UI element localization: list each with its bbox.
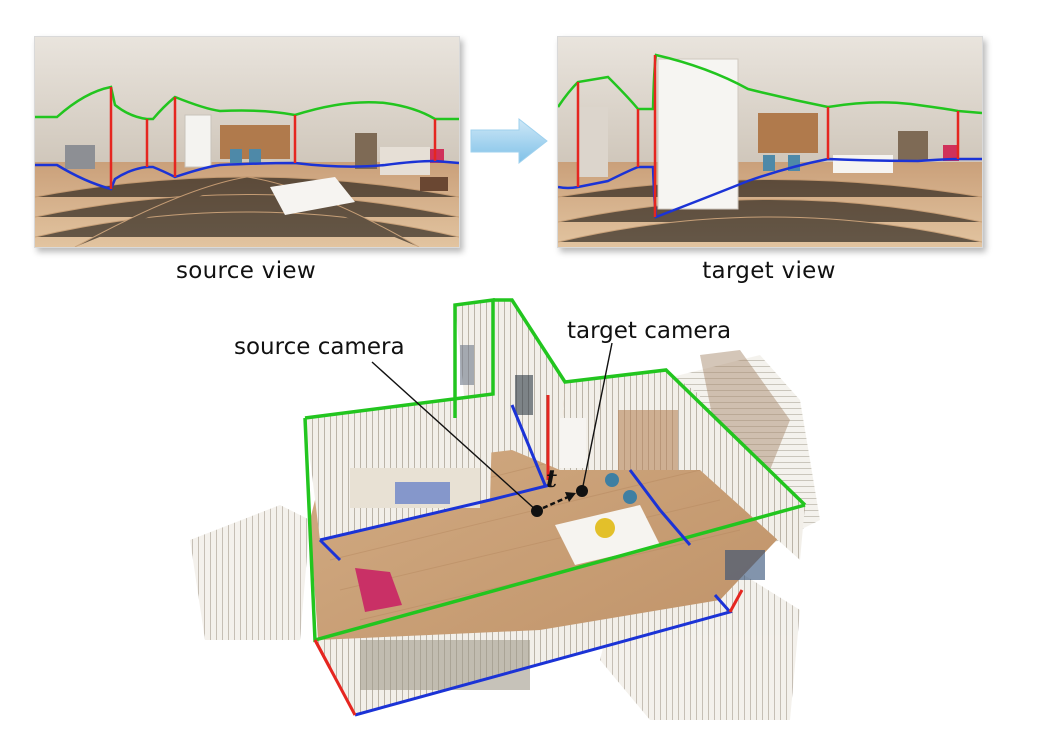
door [658, 59, 738, 209]
door [560, 418, 586, 468]
bar-stool [763, 155, 775, 171]
target-camera-label: target camera [567, 318, 731, 344]
target-view-panorama [557, 36, 983, 248]
shelf [355, 133, 377, 169]
floor-boards [558, 180, 982, 243]
wall-picture [460, 345, 474, 385]
bookshelf [360, 640, 530, 690]
stool [605, 473, 619, 487]
kitchen-cabinets [618, 410, 678, 470]
side-table [420, 177, 448, 191]
view-transform-arrow-icon [469, 117, 549, 165]
target-view-image [558, 37, 982, 247]
shelf [898, 131, 928, 161]
door [185, 115, 211, 167]
source-view-caption: source view [34, 258, 458, 284]
source-camera-label: source camera [234, 334, 405, 360]
point-cloud-room-reconstruction [0, 290, 1059, 730]
bar-stool [230, 149, 242, 163]
tv-stand [65, 145, 95, 169]
flowers [595, 518, 615, 538]
source-view-panorama [34, 36, 460, 248]
tv-screen [395, 482, 450, 504]
source-view-image [35, 37, 459, 247]
table [833, 155, 893, 173]
wall-painting [515, 375, 533, 415]
translation-symbol: t [546, 464, 557, 493]
floor-boards [35, 177, 459, 247]
stool [623, 490, 637, 504]
kitchen-cabinets [758, 113, 818, 153]
bar-stool [249, 149, 261, 163]
wall-panel [578, 107, 608, 177]
painting [725, 550, 765, 580]
target-view-caption: target view [557, 258, 981, 284]
